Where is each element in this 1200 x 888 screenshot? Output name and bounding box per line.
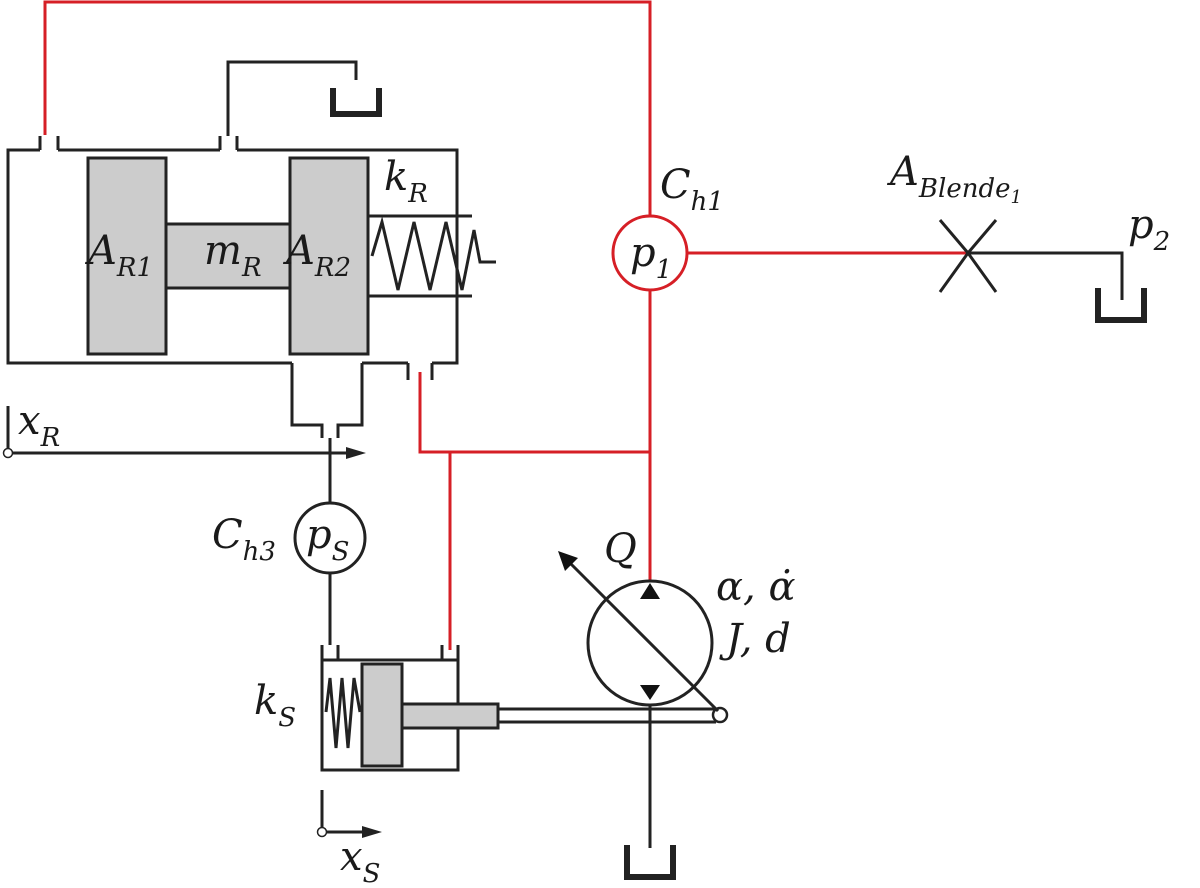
cylinder-port-left [320, 645, 340, 660]
labels: Ch1 p1 ABlende1 p2 kR AR1 mR AR2 xR Ch3 … [18, 149, 1170, 888]
label-A-R2: AR2 [282, 228, 351, 283]
pump-variable-arrow-shaft [566, 559, 720, 713]
piston-A-R2 [288, 156, 370, 356]
servo-piston [360, 662, 404, 768]
pump-variable-arrowhead [558, 551, 578, 571]
regulator-valve [6, 60, 496, 438]
label-p1: p1 [630, 230, 672, 285]
valve-housing [6, 148, 459, 365]
valve-outlet-neck [290, 363, 364, 438]
label-A-R1: AR1 [84, 228, 153, 283]
tank-top [330, 88, 382, 117]
servo-pressure-branch [293, 438, 367, 645]
valve-port-middle [218, 136, 239, 150]
variable-displacement-pump [558, 551, 720, 848]
label-k-S: kS [254, 678, 296, 733]
label-k-R: kR [384, 154, 428, 209]
label-alpha: α, α̇ [716, 564, 795, 610]
label-p-S: pS [306, 512, 349, 567]
x-R-arrowhead [346, 447, 366, 459]
orifice-A-Blende [938, 219, 1124, 300]
red-line-right-port-branch [418, 372, 650, 454]
label-x-R: xR [18, 398, 60, 453]
tank-line-top [226, 60, 358, 136]
piston-A-R1 [86, 156, 168, 356]
label-Q: Q [604, 526, 637, 572]
pump-inlet-triangle-down [640, 685, 660, 700]
orifice-symbol [938, 219, 998, 293]
red-line-top-loop [43, 0, 652, 216]
tank-right [1095, 288, 1147, 323]
label-A-Blende: ABlende1 [886, 149, 1022, 208]
linkage-rod [498, 707, 716, 724]
tank-bottom [624, 845, 676, 880]
spring-chamber-walls [368, 214, 472, 298]
x-R-origin [2, 447, 14, 459]
red-hydraulic-lines [43, 0, 968, 650]
label-x-S: xS [340, 834, 380, 888]
x-R-displacement-axis [2, 406, 366, 459]
spring-k-R [370, 216, 496, 291]
label-C-h3: Ch3 [212, 512, 276, 567]
label-m-R: mR [204, 228, 262, 283]
pump-outlet-triangle-up [640, 583, 660, 599]
pressure-node-p1 [611, 214, 689, 292]
x-S-arrowhead [362, 826, 382, 838]
spring-k-S [324, 677, 362, 749]
valve-port-left [38, 136, 60, 150]
cylinder-port-right [440, 645, 460, 660]
line-orifice-to-tank [968, 251, 1124, 300]
label-p2: p2 [1128, 202, 1170, 257]
label-J-d: J, d [719, 616, 791, 662]
cylinder-housing [320, 658, 460, 772]
servo-piston-rod [400, 702, 500, 730]
valve-port-right-bottom [406, 363, 434, 380]
servo-cylinder [320, 645, 729, 772]
x-S-origin [316, 826, 328, 838]
label-C-h1: Ch1 [660, 162, 724, 217]
x-S-displacement-axis [316, 790, 382, 838]
